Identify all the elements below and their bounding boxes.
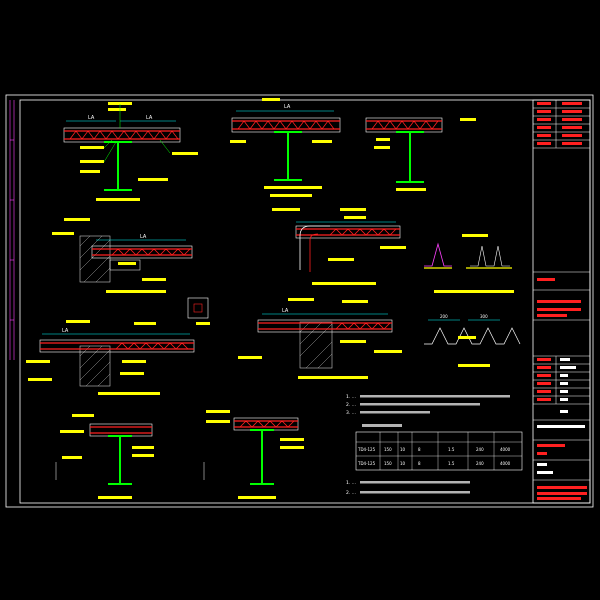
table-cell: 8 — [418, 461, 421, 466]
table-cell: 240 — [476, 461, 484, 466]
notes-block: 1. ... 2. ... 3. ... — [346, 394, 510, 416]
table-cell: 240 — [476, 447, 484, 452]
dim-200: 200 — [440, 314, 448, 319]
table-cell: 10 — [400, 447, 406, 452]
note-line-2: 2. ... — [346, 402, 356, 408]
spec-table: TD4-125 150 10 8 1.5 240 4000 TD4-125 15… — [355, 424, 523, 471]
bottom-note-1: 1. ... — [346, 480, 356, 486]
detail-3-deck-on-beam — [365, 117, 476, 191]
table-cell: TD4-125 — [357, 447, 376, 452]
detail-7-edge-support: LA — [26, 320, 195, 395]
table-cell: 4000 — [500, 461, 511, 466]
table-cell: 10 — [400, 461, 406, 466]
dim-la-detail-7: LA — [62, 328, 69, 334]
left-binding-strip — [9, 100, 15, 360]
table-cell: 150 — [384, 447, 392, 452]
detail-1-deck-on-beam: LA LA — [63, 102, 198, 201]
note-line-1: 1. ... — [346, 394, 356, 400]
sheet-inner-frame — [19, 99, 591, 504]
detail-4-edge-support: LA — [52, 218, 193, 293]
detail-6-rib-profile — [424, 234, 514, 293]
detail-10-deck-on-beam — [55, 414, 154, 499]
table-cell: TD4-125 — [357, 461, 376, 466]
sheet-outer-frame — [5, 94, 594, 508]
note-line-3: 3. ... — [346, 410, 356, 416]
table-cell: 150 — [384, 461, 392, 466]
table-cell: 8 — [418, 447, 421, 452]
detail-5-hooked-rebar — [272, 208, 406, 285]
dim-la-detail-4: LA — [140, 234, 147, 240]
detail-8-edge-support: LA — [238, 298, 402, 379]
detail-11-deck-on-beam — [203, 410, 304, 499]
table-cell: 1.5 — [448, 461, 455, 466]
table-cell: 4000 — [500, 447, 511, 452]
dim-la-right: LA — [146, 115, 153, 121]
dim-la-detail-8: LA — [282, 308, 289, 314]
bottom-notes: 1. ... 2. ... — [346, 480, 470, 496]
detail-2-deck-on-beam: LA — [230, 98, 341, 197]
detail-9-deck-profile: 200 300 — [424, 314, 521, 367]
table-cell: 1.5 — [448, 447, 455, 452]
title-block — [532, 99, 591, 504]
dim-la-left: LA — [88, 115, 95, 121]
dim-300: 300 — [480, 314, 488, 319]
dim-la-detail-2: LA — [284, 104, 291, 110]
detail-anchor-plate — [187, 297, 210, 325]
bottom-note-2: 2. ... — [346, 490, 356, 496]
